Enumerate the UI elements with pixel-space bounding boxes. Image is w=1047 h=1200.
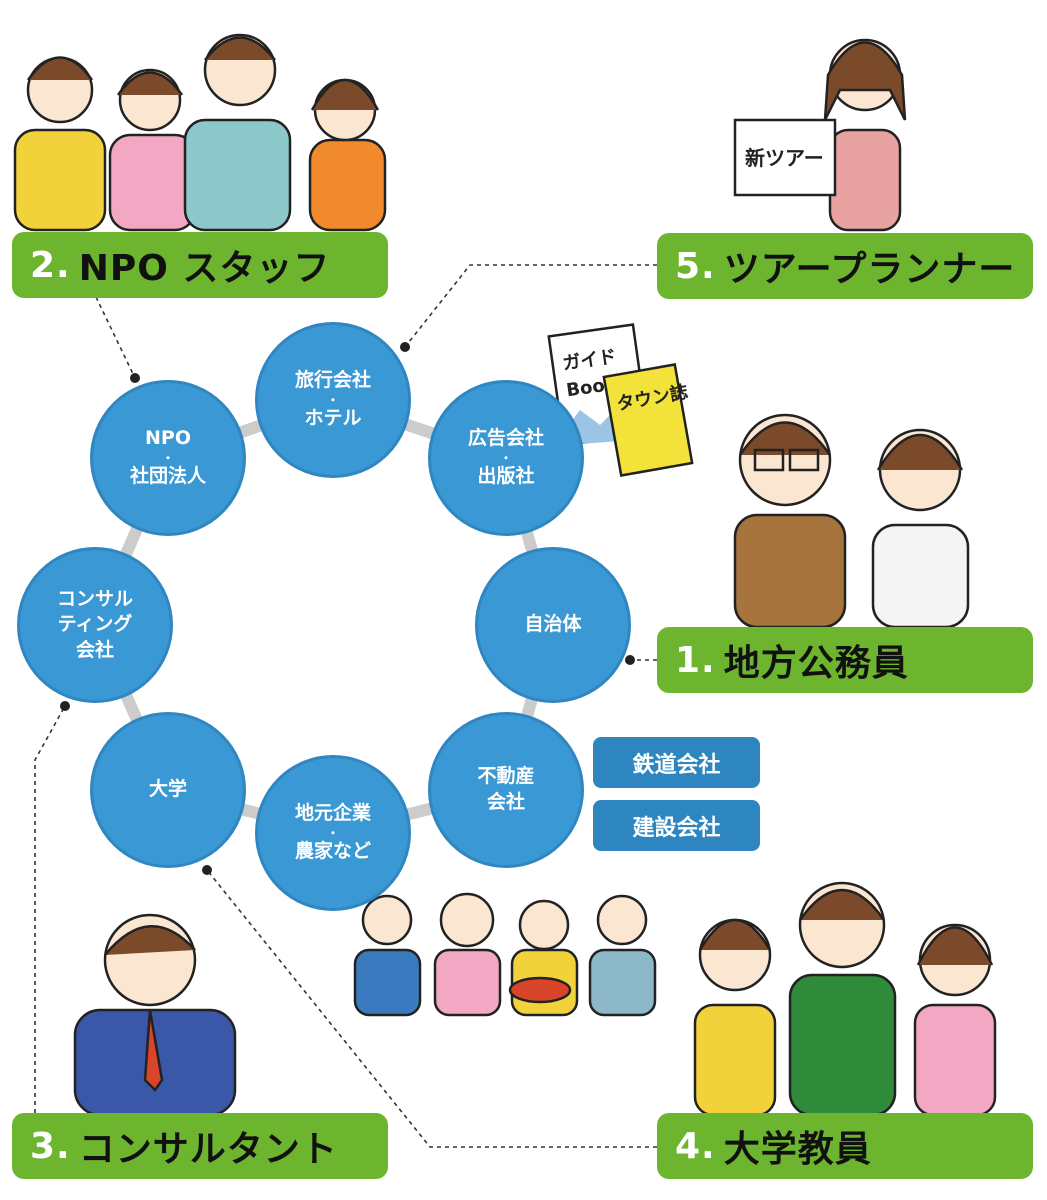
org-separator: ・ (326, 826, 339, 840)
tour-sign-text: 新ツアー (745, 146, 824, 170)
connector-dot (625, 655, 635, 665)
role-number: 4. (675, 1125, 716, 1167)
role-civil-servant: 1. 地方公務員 (657, 627, 1033, 693)
connector-dot (400, 342, 410, 352)
role-consultant: 3. コンサルタント (12, 1113, 388, 1179)
books-illustration: ガイド Book タウン誌 (547, 323, 694, 477)
tag-railway-company: 鉄道会社 (593, 737, 760, 788)
org-local-business: 地元企業 ・ 農家など (255, 755, 411, 911)
role-title: 大学教員 (723, 1129, 872, 1170)
connector-dot (130, 373, 140, 383)
org-label: ティング (57, 613, 133, 636)
tag-construction-company: 建設会社 (593, 800, 760, 851)
org-label: 出版社 (477, 465, 535, 487)
role-number: 3. (30, 1125, 71, 1167)
local-people-illustration (353, 892, 657, 1017)
org-label: 地元企業 (294, 802, 371, 825)
connector-tour-planner (404, 264, 657, 348)
professors-illustration (693, 881, 997, 1117)
org-real-estate: 不動産 会社 (428, 712, 584, 868)
org-label: 大学 (148, 778, 187, 801)
connector-dot (60, 701, 70, 711)
org-university: 大学 (90, 712, 246, 868)
civil-servants-illustration (733, 413, 970, 629)
role-title: コンサルタント (78, 1129, 338, 1170)
org-separator: ・ (499, 451, 512, 465)
org-label: 会社 (75, 638, 114, 661)
org-label: 農家など (294, 840, 371, 862)
org-label: ホテル (304, 407, 362, 429)
org-separator: ・ (326, 393, 339, 407)
connector-npo-staff (95, 296, 136, 379)
tour-planner-illustration: 新ツアー (733, 38, 907, 232)
org-label: NPO (145, 427, 191, 450)
role-title: 地方公務員 (723, 643, 909, 684)
org-advertising-publishing: 広告会社 ・ 出版社 (428, 380, 584, 536)
role-title: NPO スタッフ (78, 248, 331, 289)
org-separator: ・ (161, 451, 174, 465)
org-label: 会社 (486, 791, 525, 813)
role-number: 2. (30, 244, 71, 286)
role-professor: 4. 大学教員 (657, 1113, 1033, 1179)
connector-professor (206, 869, 657, 1148)
org-label: 社団法人 (129, 465, 206, 487)
connector-consultant (34, 705, 66, 1113)
org-consulting: コンサル ティング 会社 (17, 547, 173, 703)
org-label: 不動産 (477, 765, 535, 788)
org-label: コンサル (56, 587, 133, 610)
role-npo-staff: 2. NPO スタッフ (12, 232, 388, 298)
org-travel-hotel: 旅行会社 ・ ホテル (255, 322, 411, 478)
npo-staff-illustration (13, 33, 387, 232)
role-number: 1. (675, 639, 716, 681)
role-number: 5. (675, 245, 716, 287)
org-label: 広告会社 (467, 427, 544, 450)
org-label: 旅行会社 (294, 369, 371, 392)
role-tour-planner: 5. ツアープランナー (657, 233, 1033, 299)
org-municipality: 自治体 (475, 547, 631, 703)
role-title: ツアープランナー (723, 249, 1016, 290)
consultant-illustration (73, 913, 237, 1117)
connector-dot (202, 865, 212, 875)
org-npo: NPO ・ 社団法人 (90, 380, 246, 536)
org-label: 自治体 (524, 613, 582, 636)
